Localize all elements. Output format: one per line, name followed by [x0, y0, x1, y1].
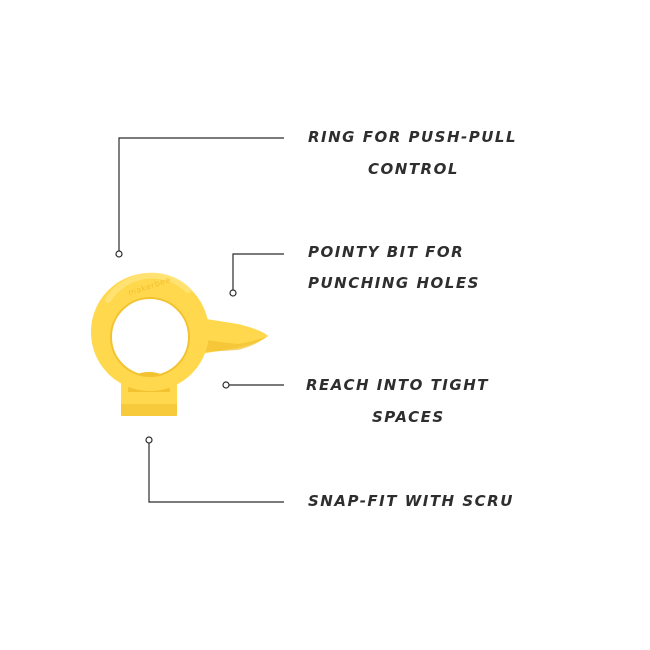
callout-lines: [115, 137, 284, 503]
tool-illustration: makerbee: [90, 272, 268, 416]
callout-reach-line-1: REACH INTO TIGHT: [306, 376, 489, 394]
ring-body: [90, 273, 209, 391]
snap-leader-line: [148, 442, 284, 503]
reach-leader-dot: [222, 381, 230, 389]
pointy-spike-shade: [205, 337, 266, 352]
ring-leader-dot: [115, 250, 123, 258]
callout-ring-line-2: CONTROL: [368, 160, 459, 178]
callout-pointy-line-1: POINTY BIT FOR: [308, 243, 465, 261]
callout-reach-line-2: SPACES: [372, 408, 445, 426]
ring-highlight: [105, 272, 191, 303]
pointy-leader-dot: [229, 289, 237, 297]
callout-snap-line-1: SNAP-FIT WITH SCRU: [308, 492, 514, 510]
callout-pointy-line-2: PUNCHING HOLES: [308, 274, 480, 292]
snap-leader-dot: [145, 436, 153, 444]
ring-leader-line: [118, 137, 284, 252]
ring-hole-rim: [110, 297, 190, 377]
pointy-leader-line: [232, 253, 284, 291]
base-block-shade: [121, 404, 177, 416]
callout-ring-line-1: RING FOR PUSH-PULL: [308, 128, 518, 146]
